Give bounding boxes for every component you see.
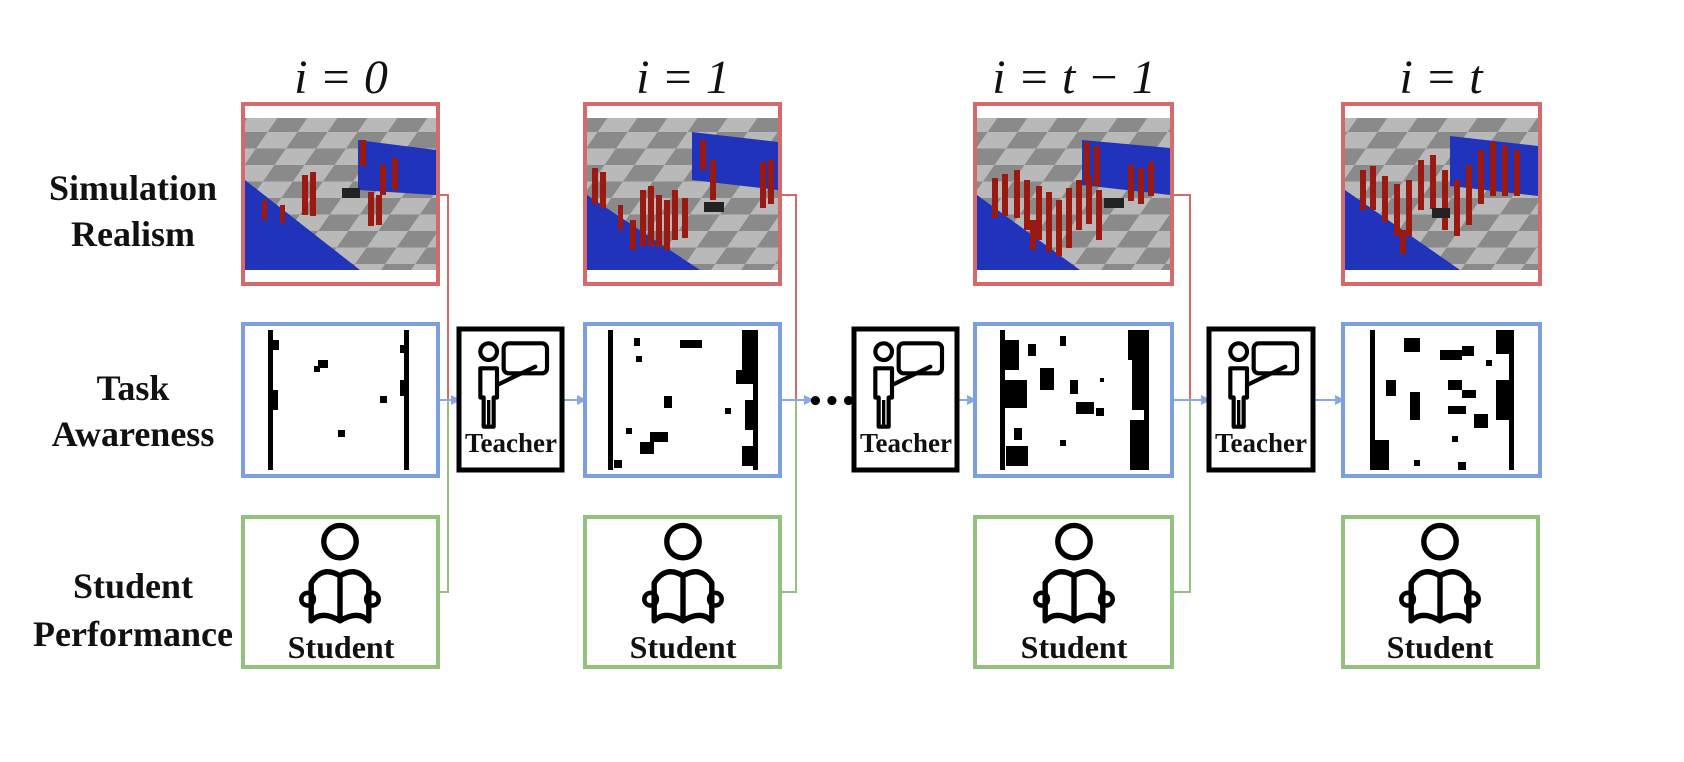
teacher-label-1: Teacher [465, 428, 557, 458]
simulation-scene-image [977, 118, 1170, 270]
occupancy-map-image [268, 330, 409, 470]
student-label-1: Student [630, 629, 737, 665]
row-label-realism: Realism [71, 214, 195, 254]
simulation-scene-image [245, 118, 436, 270]
step-label-t: i = t [1399, 51, 1484, 104]
student-label-t: Student [1387, 629, 1494, 665]
student-panel-t: Student [1341, 515, 1540, 669]
step-label-t-minus-1: i = t − 1 [992, 51, 1155, 104]
step-label-0: i = 0 [294, 51, 388, 104]
connectors [438, 194, 1191, 593]
task-panel-1 [583, 322, 782, 478]
sim-panel-t-minus-1 [973, 102, 1174, 286]
student-icon [1035, 525, 1112, 620]
sim-panel-1 [583, 102, 782, 286]
occupancy-map-image [1370, 330, 1514, 470]
student-label-0: Student [288, 629, 395, 665]
teacher-box-3: Teacher [1206, 326, 1316, 473]
ellipsis: ••• [807, 387, 857, 417]
simulation-scene-image [587, 118, 778, 270]
occupancy-map-image [608, 330, 758, 470]
row-label-simulation: Simulation [49, 168, 217, 208]
teacher-box-1: Teacher [456, 326, 565, 473]
task-panel-t [1341, 322, 1542, 478]
student-panel-0: Student [241, 515, 440, 669]
teacher-label-2: Teacher [860, 428, 952, 458]
sim-panel-0 [241, 102, 440, 286]
student-panel-t-minus-1: Student [973, 515, 1174, 669]
task-panel-t-minus-1 [973, 322, 1174, 478]
row-label-task: Task [97, 368, 170, 408]
task-panel-0 [241, 322, 440, 478]
row-label-student: Student [73, 566, 193, 606]
simulation-scene-image [1345, 118, 1538, 270]
teacher-box-2: Teacher [851, 326, 960, 473]
row-label-awareness: Awareness [52, 414, 215, 454]
student-icon [644, 525, 721, 620]
student-panel-1: Student [583, 515, 782, 669]
sim-panel-t [1341, 102, 1542, 286]
student-icon [301, 525, 378, 620]
teacher-label-3: Teacher [1215, 428, 1307, 458]
row-label-performance: Performance [33, 614, 233, 654]
student-label-t-minus-1: Student [1021, 629, 1128, 665]
step-label-1: i = 1 [636, 51, 730, 104]
occupancy-map-image [1000, 330, 1149, 470]
student-icon [1401, 525, 1478, 620]
